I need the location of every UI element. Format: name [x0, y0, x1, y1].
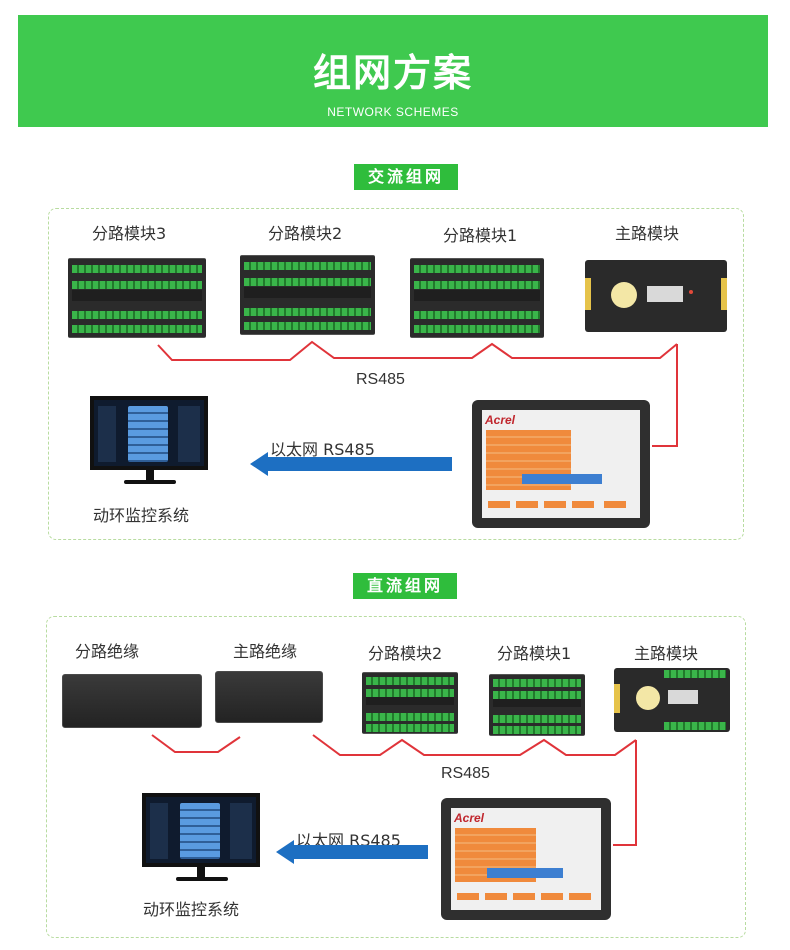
dc-bus-to-hmi: [613, 740, 637, 846]
dc-system-label: 动环监控系统: [143, 900, 240, 919]
page-subtitle: NETWORK SCHEMES: [327, 105, 459, 119]
ac-ethernet-arrow: [250, 452, 452, 476]
ac-monitor-base: [124, 480, 176, 484]
ac-device-label-branch1: 分路模块1: [443, 226, 518, 245]
ac-main-module: [585, 260, 727, 332]
header-banner: 组网方案 NETWORK SCHEMES: [18, 15, 768, 127]
dc-network-panel: [46, 616, 746, 938]
dc-monitor-base: [176, 877, 228, 881]
ac-branch-module-1: [410, 258, 544, 338]
dc-rs485-bus: [312, 734, 637, 756]
dc-branch-insulation-device: [62, 674, 202, 728]
dc-device-label-main: 主路模块: [634, 644, 699, 663]
dc-device-label-branch2: 分路模块2: [368, 644, 443, 663]
ac-device-label-branch2: 分路模块2: [268, 224, 343, 243]
ac-hmi-brand: Acrel: [485, 413, 516, 427]
dc-main-insulation-device: [215, 671, 323, 723]
ac-bus-label: RS485: [356, 371, 405, 388]
ac-device-label-branch3: 分路模块3: [92, 224, 167, 243]
ac-device-label-main: 主路模块: [615, 224, 680, 243]
dc-bus-label: RS485: [441, 765, 490, 782]
ac-system-label: 动环监控系统: [93, 506, 190, 525]
dc-device-label-branch-insulation: 分路绝缘: [75, 642, 140, 661]
dc-insulation-link: [151, 734, 241, 753]
ac-monitoring-monitor: [90, 396, 208, 470]
ac-section-tag: 交流组网: [354, 164, 458, 190]
dc-main-module: [614, 668, 730, 732]
dc-branch-module-2: [362, 672, 458, 734]
dc-device-label-branch1: 分路模块1: [497, 644, 572, 663]
ac-bus-to-hmi: [652, 344, 678, 447]
dc-device-label-main-insulation: 主路绝缘: [233, 642, 298, 661]
ac-link-label: 以太网 RS485: [270, 440, 375, 459]
ac-branch-module-3: [68, 258, 206, 338]
dc-monitoring-monitor: [142, 793, 260, 867]
ac-network-panel: [48, 208, 744, 540]
dc-monitor-stand: [197, 867, 205, 877]
ac-touch-panel: Acrel: [472, 400, 650, 528]
dc-hmi-brand: Acrel: [454, 811, 485, 825]
dc-ethernet-arrow: [276, 840, 428, 864]
ac-monitor-stand: [146, 470, 154, 480]
page-title: 组网方案: [312, 51, 473, 95]
dc-touch-panel: Acrel: [441, 798, 611, 920]
ac-rs485-bus: [157, 340, 678, 361]
dc-branch-module-1: [489, 674, 585, 736]
dc-section-tag: 直流组网: [353, 573, 457, 599]
ac-branch-module-2: [240, 255, 375, 335]
